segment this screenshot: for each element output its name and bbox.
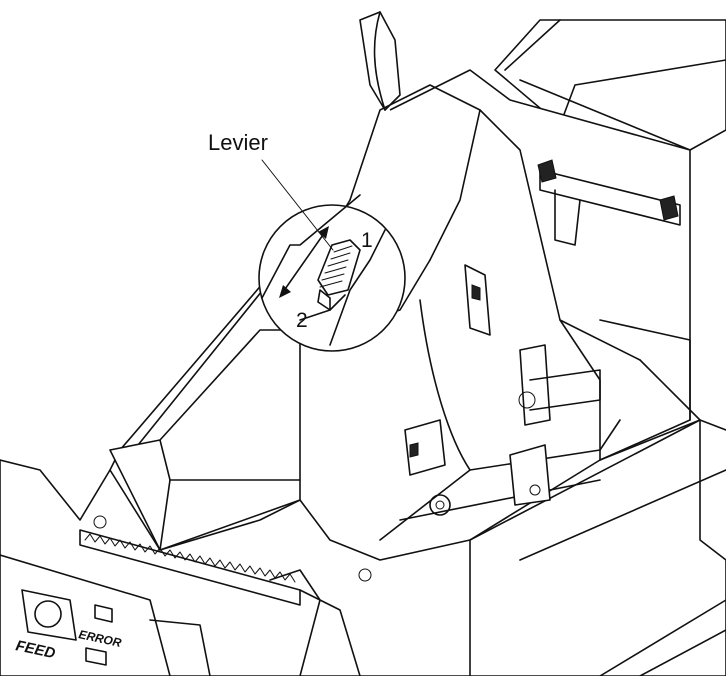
lever (317, 239, 361, 311)
direction-arrow (279, 226, 329, 298)
control-panel (0, 554, 211, 676)
step-1-label: 1 (361, 229, 373, 252)
leader-line (261, 159, 334, 251)
step-2-label: 2 (296, 309, 308, 332)
lever-label: Levier (208, 130, 268, 155)
cutter-bar (79, 529, 361, 676)
lever-callout (258, 159, 406, 352)
